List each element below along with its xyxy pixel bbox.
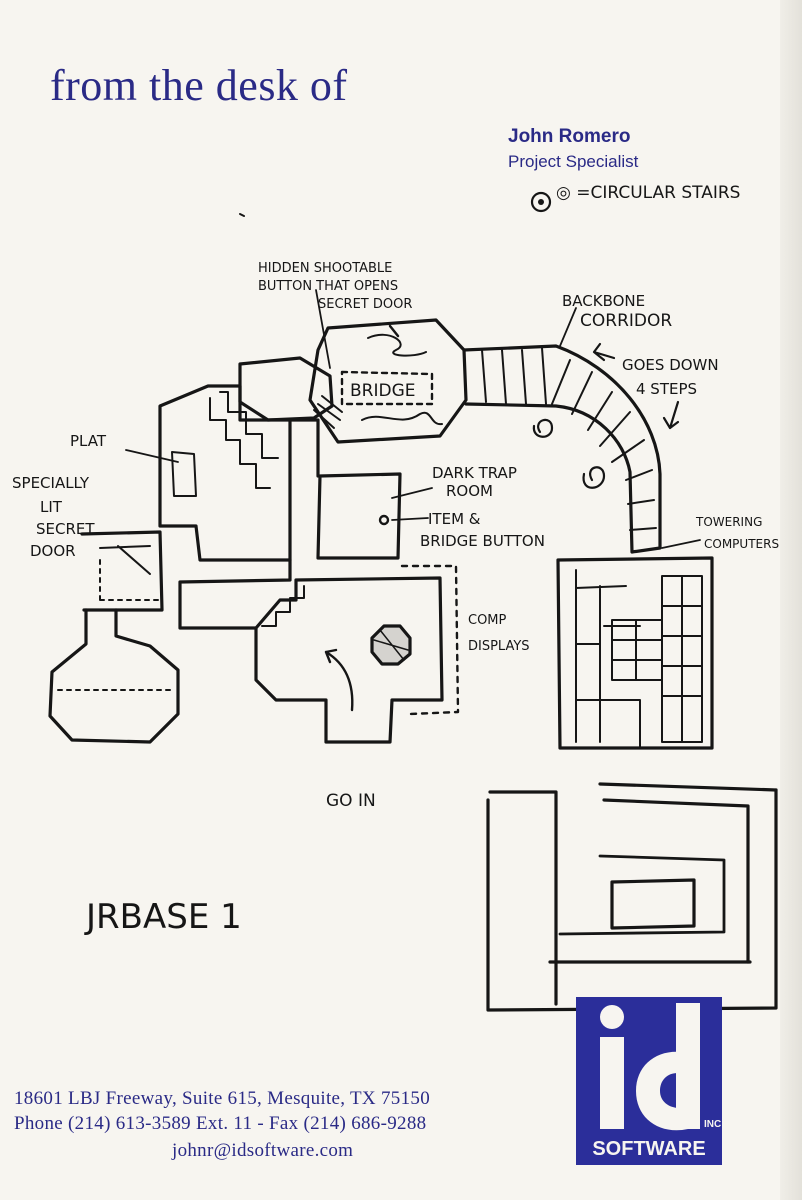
label-goes-down: GOES DOWN (622, 356, 719, 374)
label-four-steps: 4 STEPS (636, 380, 697, 398)
label-item: ITEM & (428, 510, 481, 528)
paper-edge (780, 0, 802, 1200)
label-corridor: CORRIDOR (580, 311, 672, 331)
label-specially: SPECIALLY (12, 474, 90, 492)
label-door: DOOR (30, 542, 76, 560)
id-software-logo: INC SOFTWARE (576, 997, 722, 1165)
label-hidden-button-line2: BUTTON THAT OPENS (258, 279, 398, 294)
label-hidden-button-line3: SECRET DOOR (318, 297, 412, 312)
label-towering: TOWERING (695, 515, 762, 529)
label-bridge: BRIDGE (350, 381, 416, 401)
label-comp: COMP (468, 613, 507, 628)
sender-title: Project Specialist (508, 152, 639, 171)
logo-inc: INC (704, 1119, 721, 1130)
label-room: ROOM (446, 482, 493, 500)
label-bridge-button: BRIDGE BUTTON (420, 532, 545, 550)
label-computers: COMPUTERS (704, 537, 779, 551)
sender-name: John Romero (508, 126, 631, 147)
footer-phone: Phone (214) 613-3589 Ext. 11 - Fax (214)… (14, 1113, 427, 1134)
legend-text: ◎ =CIRCULAR STAIRS (556, 183, 740, 203)
footer-email: johnr@idsoftware.com (172, 1140, 354, 1161)
footer-address: 18601 LBJ Freeway, Suite 615, Mesquite, … (14, 1088, 431, 1109)
label-displays: DISPLAYS (468, 639, 530, 654)
label-secret: SECRET (36, 520, 95, 538)
letterhead-heading: from the desk of (50, 61, 348, 110)
label-go-in: GO IN (326, 791, 376, 811)
map-name: JRBASE 1 (84, 897, 242, 937)
label-lit: LIT (40, 498, 63, 516)
logo-wordmark: SOFTWARE (592, 1138, 705, 1160)
label-backbone: BACKBONE (562, 292, 645, 310)
label-plat: PLAT (70, 432, 107, 450)
label-hidden-button-line1: HIDDEN SHOOTABLE (258, 261, 392, 276)
label-dark-trap: DARK TRAP (432, 464, 517, 482)
